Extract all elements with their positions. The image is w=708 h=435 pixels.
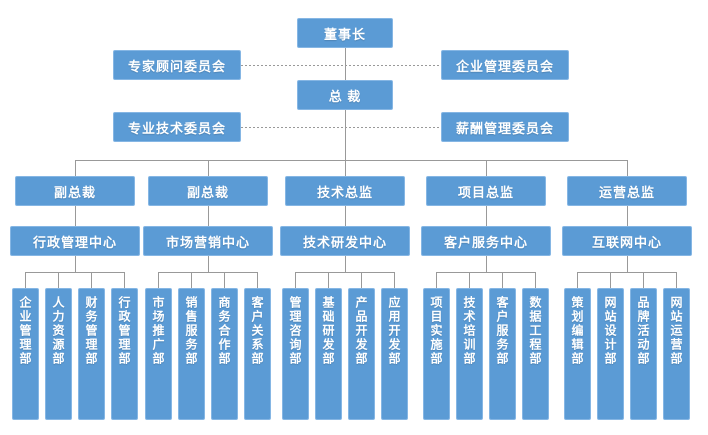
dept-node: 网站设计部 [597, 288, 624, 420]
dept-node: 数据工程部 [522, 288, 549, 420]
committee-enterprise-management: 企业管理委员会 [441, 50, 569, 80]
node-project-director: 项目总监 [426, 176, 546, 206]
dept-node: 策划编辑部 [564, 288, 591, 420]
dept-node: 行政管理部 [111, 288, 138, 420]
committee-expert-advisory: 专家顾问委员会 [113, 50, 241, 80]
committee-compensation-management: 薪酬管理委员会 [441, 112, 569, 142]
node-tech-rd-center: 技术研发中心 [280, 226, 410, 256]
dept-node: 应用开发部 [381, 288, 408, 420]
dept-node: 市场推广部 [145, 288, 172, 420]
dept-node: 基础研发部 [315, 288, 342, 420]
committee-professional-technical: 专业技术委员会 [113, 112, 241, 142]
dept-node: 产品开发部 [348, 288, 375, 420]
node-operations-director: 运营总监 [567, 176, 687, 206]
node-technical-director: 技术总监 [285, 176, 405, 206]
node-president: 总 裁 [297, 80, 393, 110]
node-customer-service-center: 客户服务中心 [421, 226, 551, 256]
dept-node: 客户关系部 [244, 288, 271, 420]
dept-node: 人力资源部 [45, 288, 72, 420]
dept-node: 客户服务部 [489, 288, 516, 420]
node-internet-center: 互联网中心 [562, 226, 692, 256]
node-admin-management-center: 行政管理中心 [10, 226, 140, 256]
node-chairman: 董事长 [297, 18, 393, 48]
dept-node: 项目实施部 [423, 288, 450, 420]
dept-node: 财务管理部 [78, 288, 105, 420]
dept-node: 网站运营部 [663, 288, 690, 420]
node-marketing-center: 市场营销中心 [143, 226, 273, 256]
node-vice-president-2: 副总裁 [148, 176, 268, 206]
dept-node: 管理咨询部 [282, 288, 309, 420]
dept-node: 品牌活动部 [630, 288, 657, 420]
dept-node: 技术培训部 [456, 288, 483, 420]
dept-node: 销售服务部 [178, 288, 205, 420]
dept-node: 企业管理部 [12, 288, 39, 420]
node-vice-president-1: 副总裁 [15, 176, 135, 206]
dept-node: 商务合作部 [211, 288, 238, 420]
